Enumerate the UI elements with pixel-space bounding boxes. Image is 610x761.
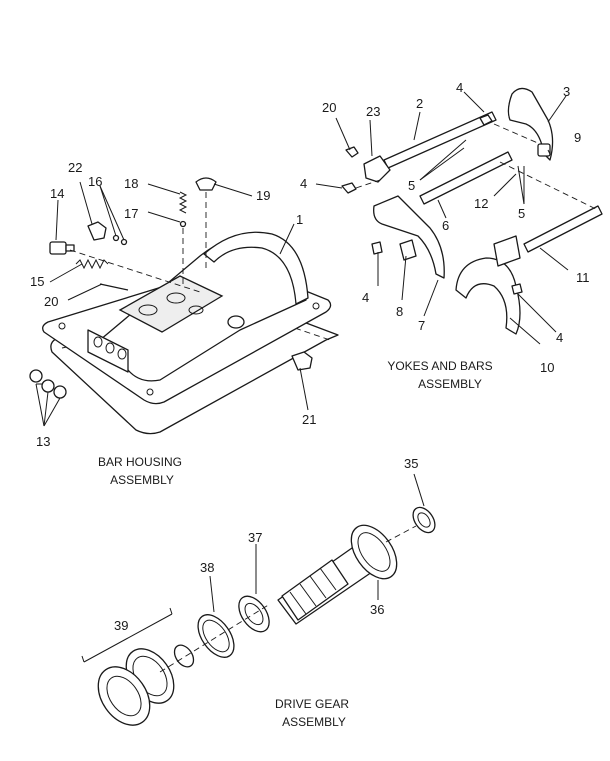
- bar-6: [419, 151, 513, 205]
- spring-15: [75, 258, 109, 270]
- label-14: 14: [50, 186, 64, 201]
- gear-36: [350, 524, 398, 580]
- housing-front-block: [87, 329, 129, 373]
- label-19: 19: [256, 188, 270, 203]
- label-15: 15: [30, 274, 44, 289]
- label-38: 38: [200, 560, 214, 575]
- caption-yokes-line2: ASSEMBLY: [418, 377, 482, 391]
- bearing-35: [412, 506, 436, 534]
- label-4-right: 4: [556, 330, 563, 345]
- screw-22: [87, 221, 107, 241]
- label-35: 35: [404, 456, 418, 471]
- pin-20: [99, 283, 129, 291]
- cap-19: [195, 177, 217, 191]
- cup-38: [197, 614, 235, 658]
- label-5-right: 5: [518, 206, 525, 221]
- assembly-captions: YOKES AND BARS ASSEMBLY BAR HOUSING ASSE…: [98, 359, 493, 729]
- clip-8: [399, 239, 417, 261]
- label-21: 21: [302, 412, 316, 427]
- label-4-mid: 4: [362, 290, 369, 305]
- block-9: [537, 143, 551, 157]
- bar-housing-assembly: [42, 231, 339, 435]
- label-16: 16: [88, 174, 102, 189]
- screw-4-top: [479, 114, 493, 126]
- label-20-left: 20: [44, 294, 58, 309]
- bar-11: [523, 205, 603, 253]
- housing-small-parts: [29, 177, 313, 399]
- screw-4-mid: [371, 241, 383, 255]
- block-23: [363, 155, 391, 183]
- label-22: 22: [68, 160, 82, 175]
- label-8: 8: [396, 304, 403, 319]
- label-36: 36: [370, 602, 384, 617]
- label-6: 6: [442, 218, 449, 233]
- shaft-splines: [281, 559, 349, 621]
- bracket-39: [81, 607, 173, 663]
- plug-13c: [53, 385, 67, 399]
- screw-4-left: [341, 182, 357, 194]
- label-3: 3: [563, 84, 570, 99]
- label-23: 23: [366, 104, 380, 119]
- caption-housing-line2: ASSEMBLY: [110, 473, 174, 487]
- label-7: 7: [418, 318, 425, 333]
- label-20-top: 20: [322, 100, 336, 115]
- plug-14: [49, 241, 67, 255]
- label-10: 10: [540, 360, 554, 375]
- label-4-top: 4: [456, 80, 463, 95]
- leader-lines: [35, 91, 569, 613]
- label-9: 9: [574, 130, 581, 145]
- yoke-7: [373, 195, 445, 279]
- caption-drive-line2: ASSEMBLY: [282, 715, 346, 729]
- screw-4-right: [511, 283, 523, 295]
- caption-drive-line1: DRIVE GEAR: [275, 697, 349, 711]
- yokes-and-bars-assembly: [341, 87, 603, 335]
- label-13: 13: [36, 434, 50, 449]
- label-12: 12: [474, 196, 488, 211]
- label-11: 11: [576, 270, 590, 285]
- ball-16b: [120, 238, 128, 246]
- label-18: 18: [124, 176, 138, 191]
- plug-13a: [29, 369, 43, 383]
- drive-gear-assembly: [81, 506, 436, 726]
- label-39: 39: [114, 618, 128, 633]
- housing-top-pad: [118, 275, 224, 333]
- label-2: 2: [416, 96, 423, 111]
- ball-16a: [112, 234, 120, 242]
- label-17: 17: [124, 206, 138, 221]
- label-1: 1: [296, 212, 303, 227]
- label-4-left: 4: [300, 176, 307, 191]
- label-37: 37: [248, 530, 262, 545]
- spring-18: [178, 191, 188, 214]
- yoke-10: [455, 257, 521, 335]
- yoke-3: [507, 87, 554, 161]
- ball-17: [179, 220, 187, 228]
- label-5-left: 5: [408, 178, 415, 193]
- plug-13b: [41, 379, 55, 393]
- screw-20-top: [345, 146, 359, 158]
- retainer-39: [97, 666, 151, 726]
- caption-yokes-line1: YOKES AND BARS: [387, 359, 492, 373]
- caption-housing-line1: BAR HOUSING: [98, 455, 182, 469]
- plug-21: [291, 351, 313, 371]
- bar-2: [383, 111, 497, 169]
- part-labels: 1 2 3 4 4 4 4 5 5 6 7 8 9 10 11 12 13 14…: [30, 80, 590, 633]
- race: [173, 644, 195, 668]
